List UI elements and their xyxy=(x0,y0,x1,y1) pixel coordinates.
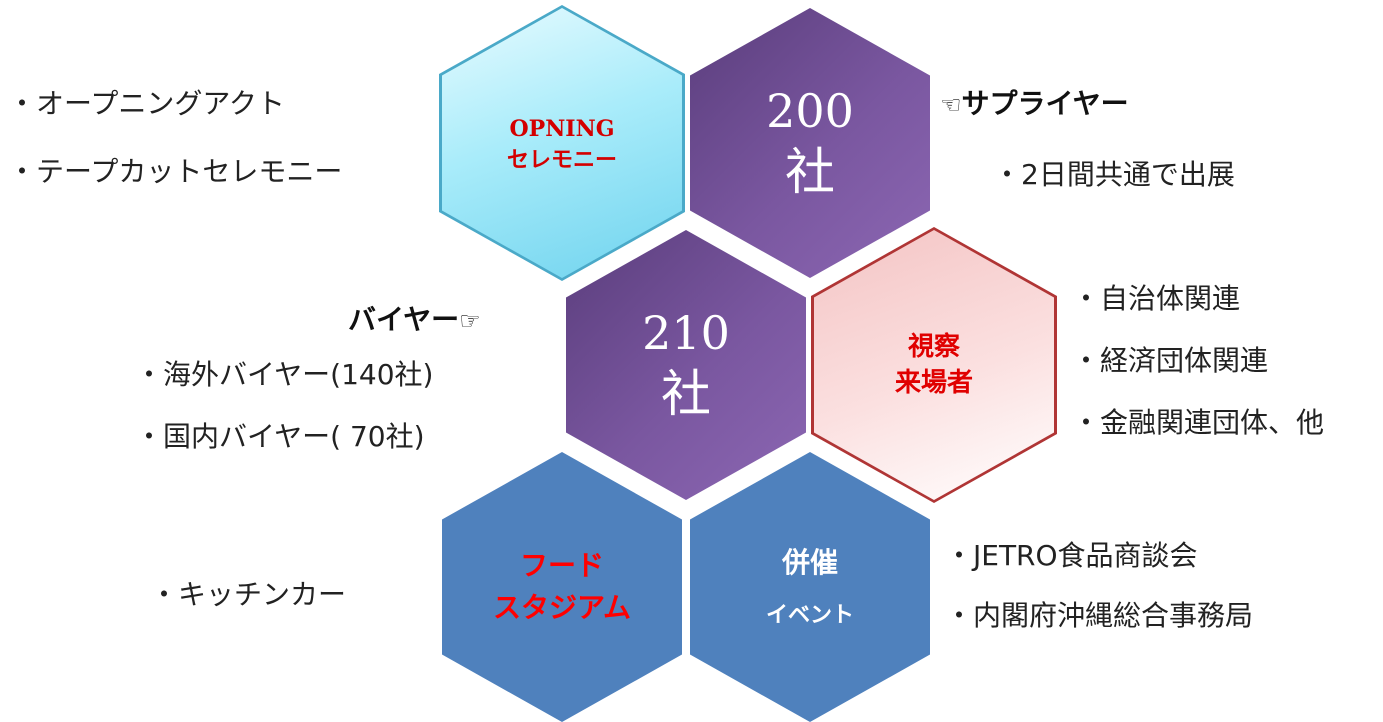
buyers-note-1: ・海外バイヤー(140社) xyxy=(135,358,434,391)
buyers-heading: バイヤー☞ xyxy=(348,302,481,339)
event-note-1: ・JETRO食品商談会 xyxy=(945,539,1198,572)
suppliers-note-1: ・2日間共通で出展 xyxy=(993,158,1235,191)
cohosted-event-hex: 併催 イベント xyxy=(690,452,930,722)
buyers-count: 210 xyxy=(642,306,730,360)
food-note-1: ・キッチンカー xyxy=(150,578,347,611)
visitors-hex: 視察 来場者 xyxy=(814,230,1054,500)
pointing-left-hand-icon: ☜ xyxy=(940,91,962,119)
buyers-hex: 210 社 xyxy=(566,230,806,500)
buyers-heading-label: バイヤー xyxy=(348,303,460,336)
buyers-unit: 社 xyxy=(661,365,711,423)
suppliers-heading: ☜サプライヤー xyxy=(940,86,1129,123)
opening-ceremony-hex: OPNING セレモニー xyxy=(442,8,682,278)
visitors-note-2: ・経済団体関連 xyxy=(1072,344,1269,377)
opening-note-2: ・テープカットセレモニー xyxy=(8,155,343,188)
visitors-note-3: ・金融関連団体、他 xyxy=(1072,406,1325,439)
opening-hex-title-en: OPNING xyxy=(509,116,615,142)
suppliers-hex: 200 社 xyxy=(690,8,930,278)
event-hex-title: 併催 xyxy=(781,546,838,579)
pointing-right-hand-icon: ☞ xyxy=(459,307,481,335)
event-note-2: ・内閣府沖縄総合事務局 xyxy=(945,599,1254,632)
food-hex-line2: スタジアム xyxy=(492,591,632,624)
visitors-note-1: ・自治体関連 xyxy=(1072,282,1241,315)
opening-note-1: ・オープニングアクト xyxy=(8,87,285,120)
visitors-hex-line2: 来場者 xyxy=(894,368,973,398)
suppliers-unit: 社 xyxy=(785,143,835,201)
suppliers-count: 200 xyxy=(766,84,854,138)
visitors-hex-line1: 視察 xyxy=(907,332,960,362)
food-hex-line1: フード xyxy=(519,549,604,582)
suppliers-heading-label: サプライヤー xyxy=(961,87,1129,120)
food-stadium-hex: フード スタジアム xyxy=(442,452,682,722)
opening-hex-title-ja: セレモニー xyxy=(506,148,617,173)
event-hex-subtitle: イベント xyxy=(765,603,854,628)
buyers-note-2: ・国内バイヤー( 70社) xyxy=(135,420,425,453)
